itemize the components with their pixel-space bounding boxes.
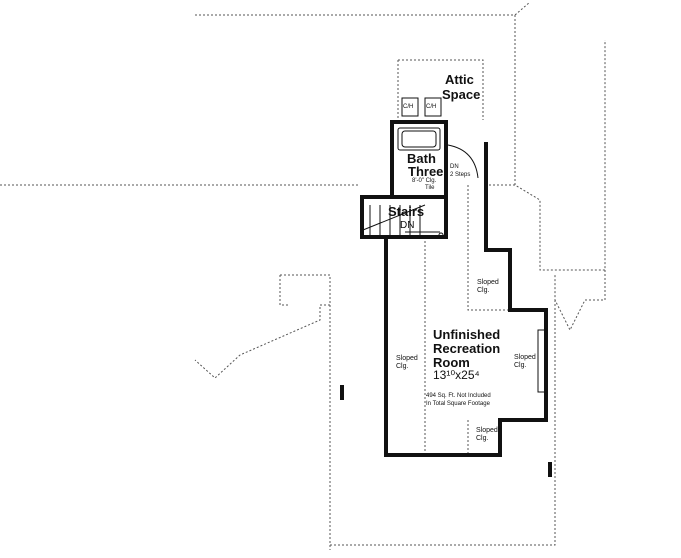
stairs-direction: DN bbox=[400, 220, 415, 231]
sloped-top-right-1: Sloped bbox=[477, 279, 499, 286]
sloped-bottom-2: Clg. bbox=[476, 435, 489, 442]
sloped-bottom-1: Sloped bbox=[476, 427, 498, 434]
sloped-right-2: Clg. bbox=[514, 362, 527, 369]
recreation-label-3: Room bbox=[433, 355, 470, 370]
ch-left-label: C/H bbox=[403, 104, 414, 110]
house-outline-dashed bbox=[0, 1, 606, 550]
sloped-left-2: Clg. bbox=[396, 363, 409, 370]
recreation-label-2: Recreation bbox=[433, 341, 501, 356]
recreation-note-2: In Total Square Footage bbox=[426, 401, 490, 407]
bath-label-2: Three bbox=[408, 164, 444, 179]
recreation-label-1: Unfinished bbox=[433, 327, 501, 342]
sloped-right-1: Sloped bbox=[514, 354, 536, 361]
wall-marker bbox=[548, 462, 552, 477]
sloped-top-right-2: Clg. bbox=[477, 287, 490, 294]
sloped-left-1: Sloped bbox=[396, 355, 418, 362]
wall-marker bbox=[340, 385, 344, 400]
attic-label-2: Space bbox=[442, 87, 481, 102]
bath-ceiling: 8'-0" Clg. bbox=[412, 178, 437, 184]
recreation-note-1: 494 Sq. Ft. Not Included bbox=[426, 393, 491, 399]
recreation-dimensions: 13¹⁰x25⁴ bbox=[433, 368, 480, 382]
bath-label-1: Bath bbox=[407, 151, 436, 166]
bath-floor: Tile bbox=[425, 185, 435, 191]
stairs-label: Stairs bbox=[388, 204, 425, 219]
steps-count: 2 Steps bbox=[450, 172, 471, 178]
attic-label-1: Attic bbox=[445, 72, 474, 87]
ch-right-label: C/H bbox=[426, 104, 437, 110]
exterior-walls bbox=[360, 120, 548, 457]
steps-dn: DN bbox=[450, 164, 459, 170]
